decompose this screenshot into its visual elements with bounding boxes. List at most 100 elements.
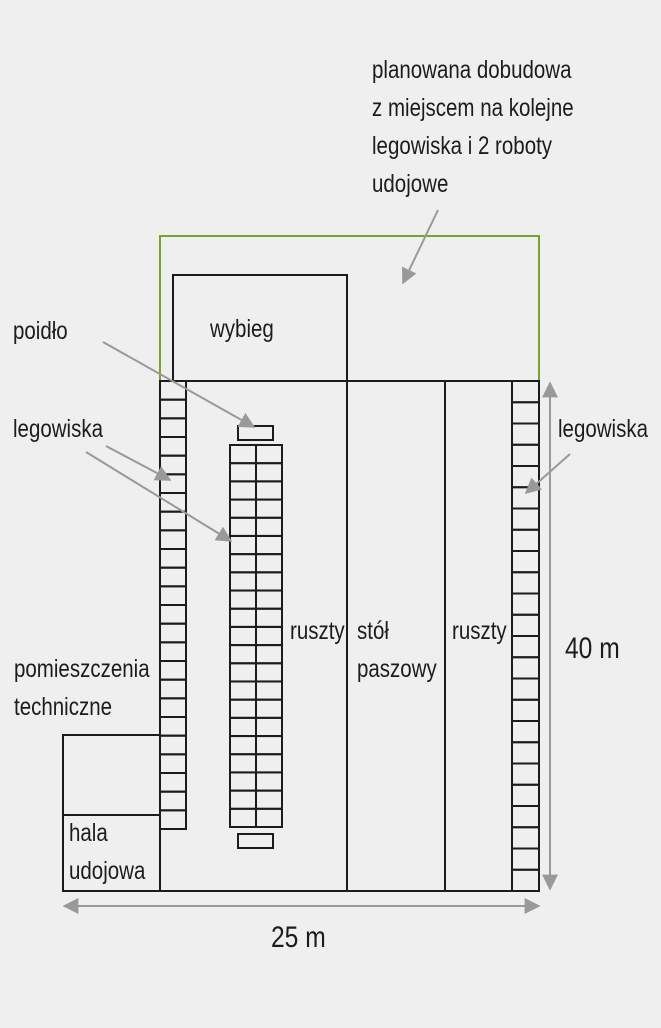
stall-cell: [511, 741, 540, 765]
stalls-center-block: [229, 444, 283, 828]
stall-cell: [229, 553, 257, 574]
stall-cell: [159, 417, 187, 439]
stalls-left-label: legowiska: [13, 415, 104, 443]
stall-cell: [255, 462, 283, 483]
stall-cell: [255, 771, 283, 792]
run-label: wybieg: [210, 315, 274, 343]
stall-cell: [229, 571, 257, 592]
stall-cell: [511, 486, 540, 510]
stall-cell: [511, 677, 540, 701]
stall-cell: [511, 592, 540, 616]
stall-cell: [511, 698, 540, 722]
stall-cell: [229, 735, 257, 756]
stall-cell: [255, 589, 283, 610]
feeder-arrow: [102, 341, 256, 428]
stall-cell: [511, 783, 540, 807]
water-trough-bottom: [237, 833, 274, 849]
width-dimension-label: 25 m: [271, 921, 326, 954]
stall-cell: [159, 697, 187, 718]
milking-hall-area: [62, 814, 161, 892]
stalls-left-wall: [159, 380, 187, 830]
stall-cell: [255, 444, 283, 465]
stall-cell: [255, 789, 283, 810]
stall-cell: [229, 807, 257, 828]
stall-cell: [229, 589, 257, 610]
stall-cell: [159, 585, 187, 606]
stall-cell: [255, 480, 283, 501]
stall-cell: [229, 789, 257, 810]
stall-cell: [255, 644, 283, 665]
stall-cell: [229, 607, 257, 628]
stall-cell: [511, 550, 540, 574]
stall-cell: [511, 635, 540, 659]
stall-cell: [229, 534, 257, 556]
stall-cell: [255, 553, 283, 574]
stall-cell: [159, 641, 187, 662]
stall-cell: [229, 480, 257, 501]
stall-cell: [255, 753, 283, 774]
stall-cell: [511, 720, 540, 744]
stall-cell: [159, 716, 187, 737]
stall-cell: [159, 436, 187, 457]
stall-cell: [229, 462, 257, 483]
stall-cell: [511, 507, 540, 531]
stall-cell: [511, 868, 540, 892]
stall-cell: [255, 498, 283, 519]
stall-cell: [159, 809, 187, 830]
stall-cell: [511, 443, 540, 467]
feeder-label: poidło: [13, 317, 68, 345]
planned-extension-outline: [159, 235, 540, 380]
stall-cell: [159, 660, 187, 681]
stall-cell: [511, 826, 540, 850]
stall-cell: [255, 716, 283, 738]
stall-cell: [159, 454, 187, 476]
stall-cell: [511, 656, 540, 680]
stall-cell: [229, 516, 257, 537]
stall-cell: [255, 735, 283, 756]
stall-cell: [229, 698, 257, 719]
stall-cell: [511, 762, 540, 786]
stalls-right-arrow: [524, 453, 571, 495]
stalls-left-arrow-2: [85, 451, 233, 542]
stall-cell: [159, 548, 187, 569]
stall-cell: [255, 607, 283, 628]
stall-cell: [511, 380, 540, 404]
stall-cell: [159, 492, 187, 513]
length-dimension-label: 40 m: [565, 632, 620, 665]
feed-table-label: stół paszowy: [357, 617, 437, 683]
stall-cell: [159, 622, 187, 644]
stall-cell: [255, 807, 283, 828]
stalls-right-wall: [511, 380, 540, 892]
slats-right-label: ruszty: [452, 617, 507, 645]
stall-cell: [255, 625, 283, 647]
stall-cell: [159, 398, 187, 420]
stall-cell: [229, 662, 257, 683]
stall-cell: [255, 571, 283, 592]
stall-cell: [255, 680, 283, 701]
stall-cell: [511, 422, 540, 446]
stall-cell: [229, 498, 257, 519]
stall-cell: [229, 444, 257, 465]
stall-cell: [229, 716, 257, 738]
stall-cell: [255, 516, 283, 537]
stall-cell: [159, 790, 187, 812]
stall-cell: [255, 534, 283, 556]
technical-rooms-area: [62, 734, 161, 816]
slats-left-label: ruszty: [290, 617, 345, 645]
stall-cell: [159, 529, 187, 550]
stall-cell: [255, 698, 283, 719]
stall-cell: [255, 662, 283, 683]
stall-cell: [159, 753, 187, 774]
stall-cell: [511, 847, 540, 871]
stall-cell: [159, 510, 187, 532]
stall-cell: [229, 625, 257, 647]
stall-cell: [511, 571, 540, 595]
stall-cell: [159, 380, 187, 401]
milking-hall-label: hala udojowa: [69, 819, 146, 885]
stall-cell: [511, 401, 540, 425]
stall-cell: [511, 805, 540, 829]
stalls-left-arrow-1: [105, 445, 172, 481]
technical-rooms-label: pomieszczenia techniczne: [14, 655, 150, 721]
